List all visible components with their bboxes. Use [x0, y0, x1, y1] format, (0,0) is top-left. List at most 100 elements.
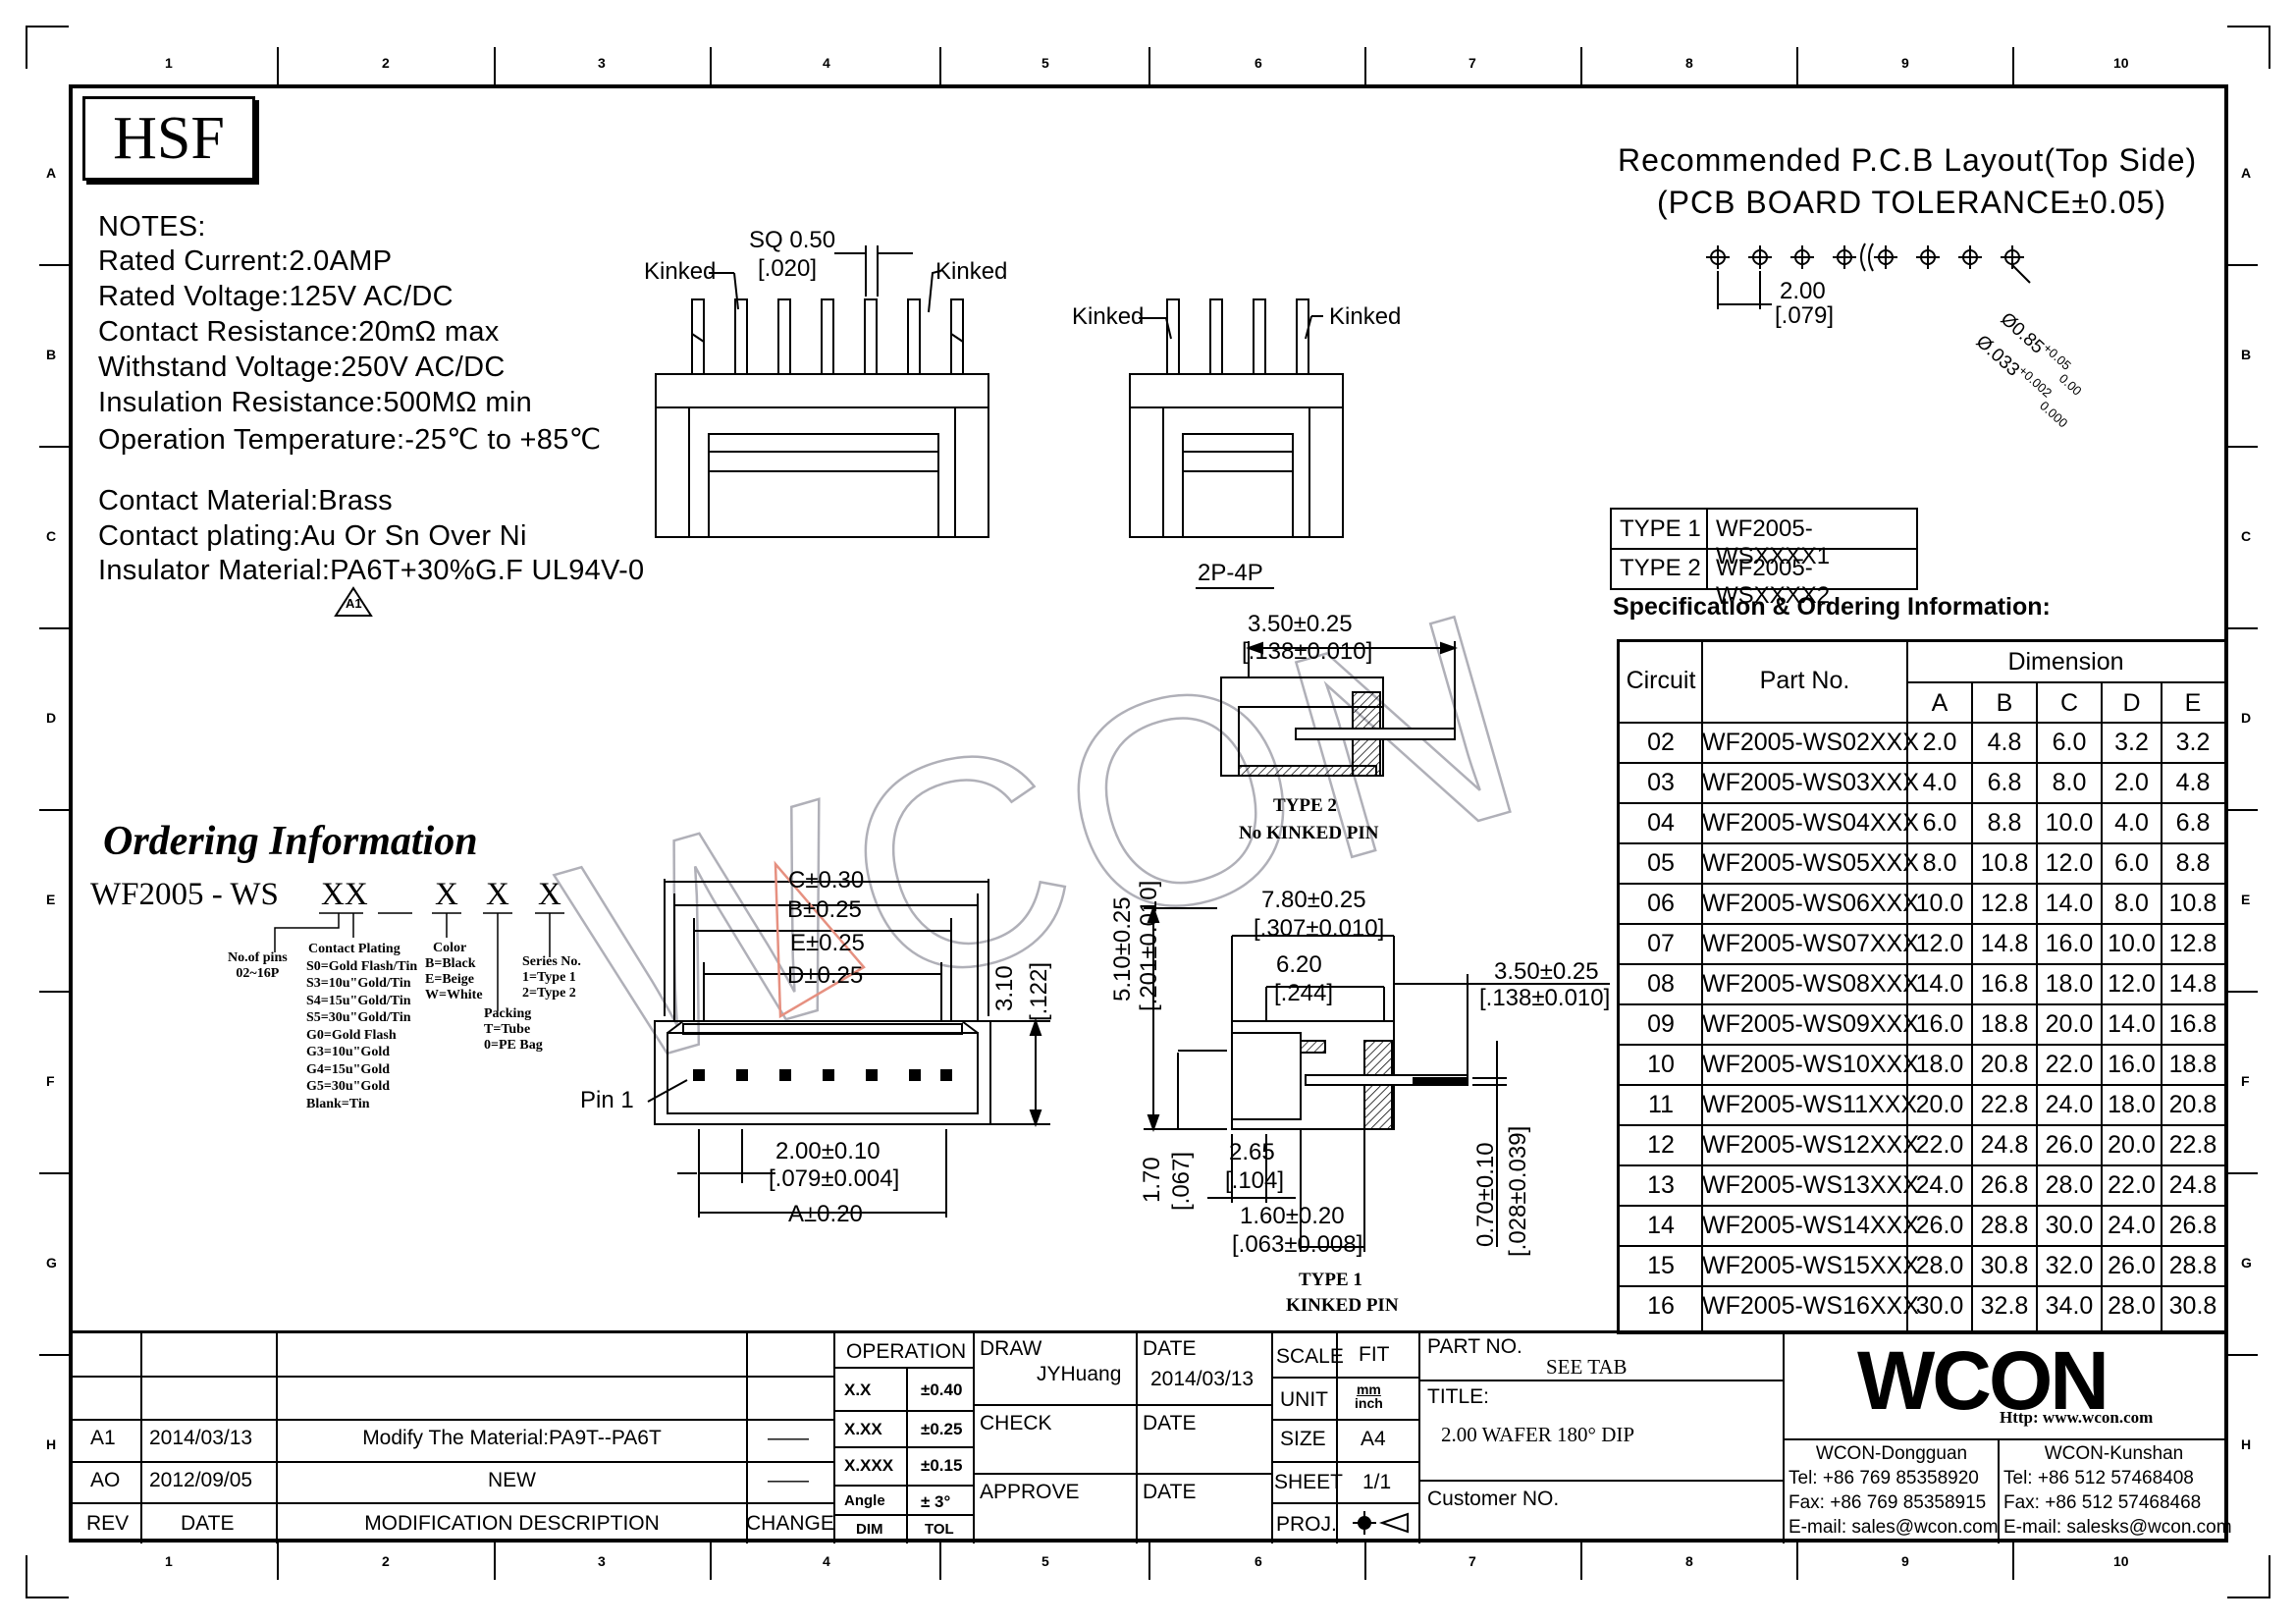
spec-cell-c: 10.0 — [2045, 809, 2094, 837]
zone-row-d: D — [46, 710, 57, 726]
title-label: TITLE: — [1427, 1385, 1490, 1408]
spec-cell-c: 12 — [1647, 1131, 1675, 1159]
dim-160-inch: [.063±0.008] — [1232, 1231, 1363, 1258]
spec-cell-p: WF2005-WS04XXX — [1702, 809, 1919, 837]
rev-a1: A1 — [90, 1427, 116, 1449]
spec-cell-c: 26.0 — [2045, 1131, 2094, 1159]
spec-cell-d: 28.0 — [2108, 1292, 2156, 1320]
zone-col-3: 3 — [598, 55, 606, 71]
proj-label: PROJ. — [1276, 1513, 1337, 1536]
packing-option: T=Tube — [484, 1022, 531, 1037]
zone-col-4-bottom: 4 — [823, 1553, 830, 1569]
spec-title: Specification & Ordering Information: — [1613, 593, 2051, 621]
spec-cell-c: 16.0 — [2045, 930, 2094, 957]
hsf-logo: HSF — [82, 96, 255, 181]
spec-cell-e: 18.8 — [2168, 1051, 2217, 1078]
kunshan-fax: Fax: +86 512 57468468 — [2003, 1492, 2202, 1513]
spec-cell-b: 16.8 — [1980, 970, 2029, 998]
operation-label: OPERATION — [846, 1340, 967, 1363]
spec-cell-d: 14.0 — [2108, 1010, 2156, 1038]
dim-350-inch: [.138±0.010] — [1479, 985, 1611, 1011]
rev-ao: AO — [90, 1469, 121, 1491]
zone-row-e-right: E — [2241, 892, 2251, 907]
spec-cell-c: 05 — [1647, 849, 1675, 877]
drawer-name: JYHuang — [1037, 1363, 1122, 1385]
spec-header-part: Part No. — [1759, 667, 1850, 694]
zone-col-2: 2 — [382, 55, 390, 71]
note-withstand-voltage: Withstand Voltage:250V AC/DC — [98, 352, 506, 383]
spec-cell-d: 26.0 — [2108, 1252, 2156, 1279]
plating-option: G0=Gold Flash — [306, 1027, 397, 1043]
dim-310-inch: [.122] — [1026, 961, 1052, 1021]
spec-cell-c: 06 — [1647, 890, 1675, 917]
zone-col-6-bottom: 6 — [1255, 1553, 1262, 1569]
dongguan-tel: Tel: +86 769 85358920 — [1789, 1468, 1979, 1489]
ordering-code-prefix: WF2005 - WS — [90, 877, 279, 912]
spec-cell-b: 4.8 — [1987, 729, 2022, 756]
zone-col-3-bottom: 3 — [598, 1553, 606, 1569]
plating-option: G3=10u"Gold — [306, 1045, 390, 1059]
zone-row-a: A — [46, 165, 57, 181]
spec-cell-e: 16.8 — [2168, 1010, 2217, 1038]
rev-header: REV — [86, 1512, 130, 1535]
rev-a1-date: 2014/03/13 — [149, 1427, 253, 1449]
zone-row-f: F — [46, 1073, 55, 1089]
zone-col-8-bottom: 8 — [1685, 1553, 1693, 1569]
spec-cell-c: 03 — [1647, 769, 1675, 796]
size-value: A4 — [1361, 1428, 1386, 1450]
spec-cell-c: 32.0 — [2045, 1252, 2094, 1279]
packing-option: 0=PE Bag — [484, 1038, 543, 1053]
dim-b: B±0.25 — [787, 896, 862, 923]
zone-col-2-bottom: 2 — [382, 1553, 390, 1569]
check-date-label: DATE — [1143, 1412, 1197, 1435]
dim-070: 0.70±0.10 — [1472, 1142, 1499, 1247]
part-no-label: PART NO. — [1427, 1335, 1522, 1358]
dim-780-inch: [.307±0.010] — [1254, 915, 1385, 942]
pcb-pitch-inch: [.079] — [1775, 302, 1835, 329]
spec-cell-d: 24.0 — [2108, 1212, 2156, 1239]
spec-cell-p: WF2005-WS08XXX — [1702, 970, 1919, 998]
ordering-plating: Contact Plating S0=Gold Flash/Tin S3=10u… — [306, 941, 417, 1112]
type-table: TYPE 1 WF2005-WSXXXX1 TYPE 2 WF2005-WSXX… — [1610, 508, 1918, 609]
zone-col-1: 1 — [165, 55, 173, 71]
zone-row-a-right: A — [2241, 165, 2252, 181]
spec-cell-e: 20.8 — [2168, 1091, 2217, 1118]
zone-col-9-bottom: 9 — [1901, 1553, 1909, 1569]
dim-620: 6.20 — [1276, 951, 1322, 978]
projection-symbol-icon — [1353, 1511, 1409, 1535]
spec-header-dimension: Dimension — [2007, 648, 2124, 676]
rev-a1-change: —— — [768, 1427, 809, 1449]
spec-cell-b: 6.8 — [1987, 769, 2022, 796]
spec-cell-c: 14.0 — [2045, 890, 2094, 917]
sheet-label: SHEET — [1274, 1471, 1344, 1493]
plating-option: S4=15u"Gold/Tin — [306, 993, 411, 1008]
approve-date-label: DATE — [1143, 1481, 1197, 1503]
dongguan-name: WCON-Dongguan — [1815, 1443, 1968, 1464]
ordering-code-color: X — [435, 877, 458, 912]
spec-cell-a: 26.0 — [1915, 1212, 1964, 1239]
tol-label: TOL — [925, 1521, 954, 1538]
plating-option: S3=10u"Gold/Tin — [306, 976, 411, 991]
spec-cell-a: 14.0 — [1915, 970, 1964, 998]
wcon-logo: WCON — [1857, 1334, 2109, 1427]
spec-cell-p: WF2005-WS09XXX — [1702, 1010, 1919, 1038]
dim-d: D±0.25 — [787, 962, 864, 989]
zone-row-e: E — [46, 892, 56, 907]
spec-cell-a: 24.0 — [1915, 1171, 1964, 1199]
spec-cell-e: 22.8 — [2168, 1131, 2217, 1159]
spec-cell-e: 30.8 — [2168, 1292, 2217, 1320]
type-2-label: TYPE 2 — [1620, 555, 1701, 581]
spec-cell-b: 22.8 — [1980, 1091, 2029, 1118]
spec-cell-c: 12.0 — [2045, 849, 2094, 877]
note-insulation-resistance: Insulation Resistance:500MΩ min — [98, 387, 533, 418]
note-rated-voltage: Rated Voltage:125V AC/DC — [98, 281, 454, 312]
zone-row-d-right: D — [2241, 710, 2252, 726]
zone-row-g-right: G — [2241, 1255, 2252, 1271]
spec-cell-c: 08 — [1647, 970, 1675, 998]
spec-header-circuit: Circuit — [1626, 667, 1696, 694]
spec-cell-a: 18.0 — [1915, 1051, 1964, 1078]
spec-cell-a: 6.0 — [1922, 809, 1957, 837]
spec-cell-a: 10.0 — [1915, 890, 1964, 917]
zone-col-6: 6 — [1255, 55, 1262, 71]
check-label: CHECK — [980, 1412, 1052, 1435]
